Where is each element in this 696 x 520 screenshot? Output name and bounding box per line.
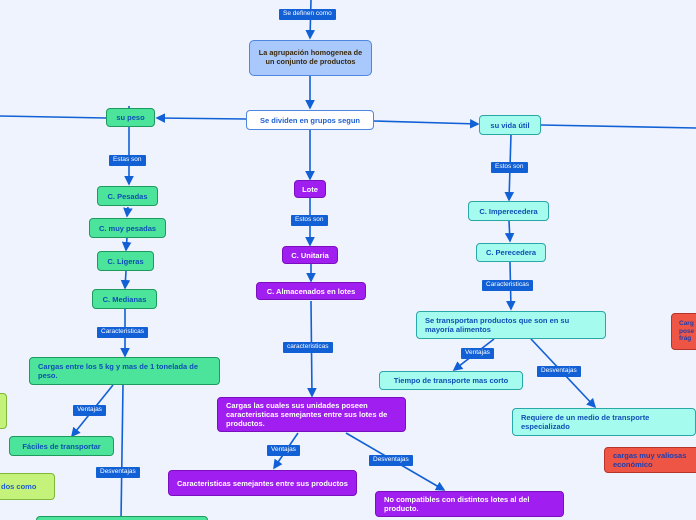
tag-carac-perecedera: Caracteristicas bbox=[482, 280, 533, 291]
link-ligeras-medianas bbox=[120, 270, 131, 290]
node-lime-b[interactable]: dos como bbox=[0, 473, 55, 500]
link-imperecedera-perecedera bbox=[504, 220, 515, 243]
node-divide[interactable]: Se dividen en grupos segun bbox=[246, 110, 374, 130]
tag-estos-son-lote: Estos son bbox=[291, 215, 328, 226]
tag-desventajas-lotes: Desventajas bbox=[369, 455, 413, 466]
tag-ventajas-5kg: Ventajas bbox=[73, 405, 106, 416]
node-unitaria[interactable]: C. Unitaria bbox=[282, 246, 338, 264]
link-cargas-down bbox=[120, 384, 124, 520]
link-pesadas-muypesadas bbox=[123, 206, 133, 218]
tag-desventajas-alim: Desventajas bbox=[537, 366, 581, 377]
tag-ventajas-lotes: Ventajas bbox=[267, 445, 300, 456]
node-medianas[interactable]: C. Medianas bbox=[92, 289, 157, 309]
tag-ventajas-alim: Ventajas bbox=[461, 348, 494, 359]
node-lime-a[interactable] bbox=[0, 393, 7, 429]
node-ligeras[interactable]: C. Ligeras bbox=[97, 251, 154, 271]
link-muypesadas-ligeras bbox=[121, 237, 132, 252]
node-green-bottom[interactable] bbox=[36, 516, 208, 520]
tag-estos-son-vida: Estos son bbox=[491, 162, 528, 173]
node-requiere[interactable]: Requiere de un medio de transporte espec… bbox=[512, 408, 696, 436]
node-semejantes[interactable]: Caracteristicas semejantes entre sus pro… bbox=[168, 470, 357, 496]
node-vida[interactable]: su vida útil bbox=[479, 115, 541, 135]
link-divide-vida bbox=[373, 118, 480, 129]
node-peso[interactable]: su peso bbox=[106, 108, 155, 127]
node-alimentos[interactable]: Se transportan productos que son en su m… bbox=[416, 311, 606, 339]
tag-carac-medianas: Caracteristicas bbox=[97, 327, 148, 338]
node-muy-pesadas[interactable]: C. muy pesadas bbox=[89, 218, 166, 238]
tag-estas-son: Estas son bbox=[109, 155, 146, 166]
node-red-b[interactable]: cargas muy valiosas económico bbox=[604, 447, 696, 473]
link-vida-right bbox=[540, 124, 696, 129]
node-almacenados[interactable]: C. Almacenados en lotes bbox=[256, 282, 366, 300]
link-divide-peso bbox=[155, 113, 247, 123]
node-perecedera[interactable]: C. Perecedera bbox=[476, 243, 546, 262]
node-pesadas[interactable]: C. Pesadas bbox=[97, 186, 158, 206]
node-cargas-5kg[interactable]: Cargas entre los 5 kg y mas de 1 tonelad… bbox=[29, 357, 220, 385]
link-peso-left bbox=[0, 115, 107, 119]
tag-desventajas-5kg: Desventajas bbox=[96, 467, 140, 478]
tag-define: Se definen como bbox=[279, 9, 336, 20]
node-lote[interactable]: Lote bbox=[294, 180, 326, 198]
node-tiempo[interactable]: Tiempo de transporte mas corto bbox=[379, 371, 523, 390]
node-root[interactable]: La agrupación homogenea de un conjunto d… bbox=[249, 40, 372, 76]
node-imperecedera[interactable]: C. Imperecedera bbox=[468, 201, 549, 221]
node-no-compatibles[interactable]: No compatibles con distintos lotes al de… bbox=[375, 491, 564, 517]
node-faciles[interactable]: Fáciles de transportar bbox=[9, 436, 114, 456]
node-red-a[interactable]: Carg pose frág bbox=[671, 313, 696, 350]
node-cargas-unidades[interactable]: Cargas las cuales sus unidades poseen ca… bbox=[217, 397, 406, 432]
tag-carac-lotes: caracteristicas bbox=[283, 342, 333, 353]
